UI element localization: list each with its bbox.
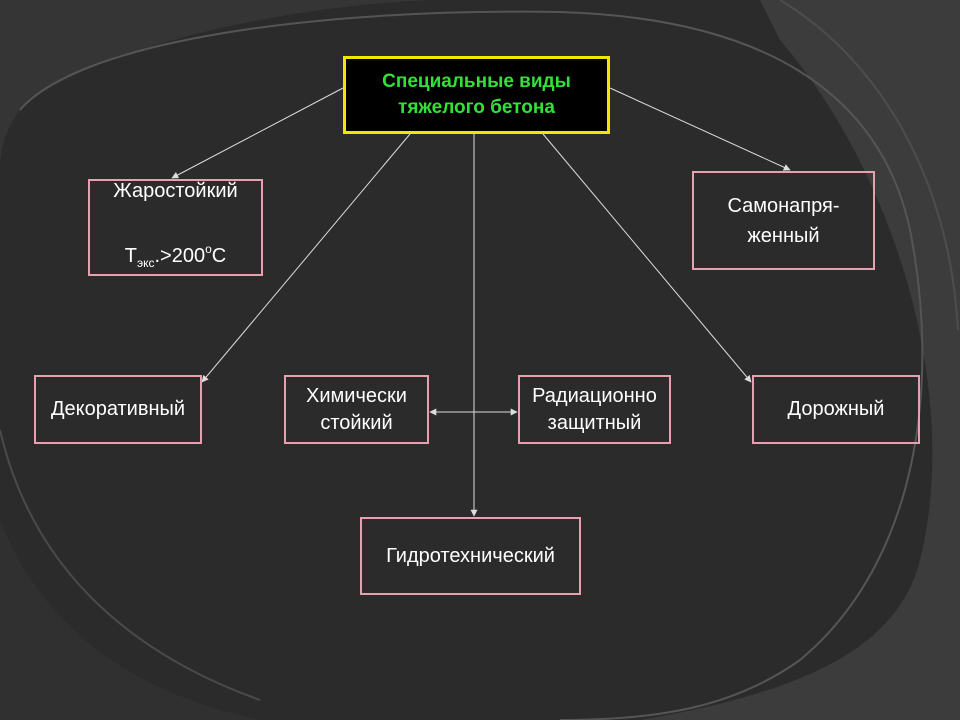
node-radiation-protective: Радиационно защитный	[518, 375, 671, 444]
temp-value: .>200	[154, 245, 206, 267]
chemical-label: Химически стойкий	[306, 384, 407, 434]
heat-resistant-temperature: Tэкс.>200оС	[125, 206, 226, 278]
hydro-label: Гидротехнический	[386, 544, 555, 567]
node-heat-resistant: Жаростойкий Tэкс.>200оС	[88, 179, 263, 276]
node-hydrotechnical: Гидротехнический	[360, 517, 581, 595]
node-road: Дорожный	[752, 375, 920, 444]
node-decorative: Декоративный	[34, 375, 202, 444]
root-node: Специальные виды тяжелого бетона	[343, 56, 610, 134]
node-chemical-resistant: Химически стойкий	[284, 375, 429, 444]
radiation-label: Радиационно защитный	[532, 384, 657, 434]
arrow-to-self-stressed	[609, 87, 791, 171]
heat-resistant-label: Жаростойкий	[113, 180, 238, 202]
arrow-to-road	[542, 133, 752, 383]
temp-symbol: T	[124, 245, 137, 267]
root-label-line2: тяжелого бетона	[398, 97, 555, 118]
road-label: Дорожный	[787, 398, 885, 420]
root-label-line1: Специальные виды	[382, 71, 571, 92]
decorative-label: Декоративный	[50, 398, 186, 420]
temp-degree: о	[205, 242, 212, 256]
temp-subscript: экс	[136, 256, 155, 270]
arrow-to-decorative	[201, 133, 411, 383]
temp-unit: С	[211, 245, 227, 267]
arrow-to-heat-resistant	[171, 87, 344, 179]
self-stressed-label: Самонапря- женный	[727, 194, 840, 247]
node-self-stressed: Самонапря- женный	[692, 171, 875, 270]
